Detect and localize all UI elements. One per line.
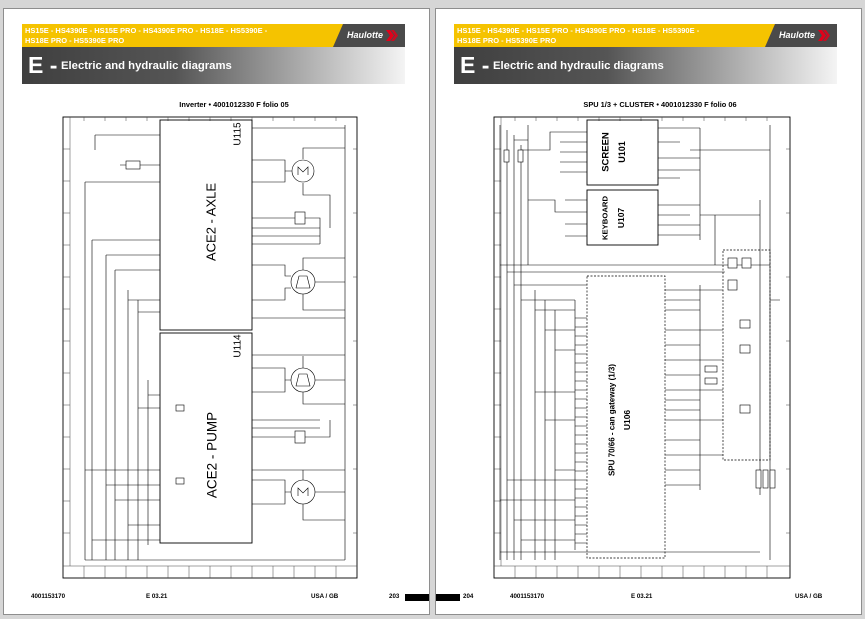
- relay: [741, 257, 752, 269]
- ace2-pump-box: [159, 332, 253, 544]
- sensor: [294, 211, 306, 225]
- page-number-bar: [436, 594, 460, 601]
- resistor: [704, 365, 718, 373]
- footer-edition: E 03.21: [631, 593, 653, 600]
- resistor: [704, 377, 718, 385]
- ace2-axle-label: ACE2 - AXLE: [204, 183, 219, 261]
- model-list: HS15E - HS4390E - HS15E PRO - HS4390E PR…: [25, 26, 267, 46]
- model-list: HS15E - HS4390E - HS15E PRO - HS4390E PR…: [457, 26, 699, 46]
- connector: [755, 469, 762, 489]
- relay-contact: [739, 319, 751, 329]
- keyboard-ref: U107: [616, 208, 626, 229]
- pump-box-component: [175, 404, 185, 412]
- haulotte-chevron-icon: [386, 30, 398, 41]
- keyboard-label: KEYBOARD: [601, 196, 610, 240]
- page-203: HS15E - HS4390E - HS15E PRO - HS4390E PR…: [3, 8, 430, 615]
- footer-page-number: 203: [389, 593, 400, 600]
- relay-contact: [739, 344, 751, 354]
- page-number-bar: [405, 594, 429, 601]
- logo-text: Haulotte: [347, 30, 383, 40]
- traction-motor-symbol: [291, 159, 315, 183]
- sensor: [294, 430, 306, 444]
- fuse: [503, 149, 510, 163]
- header-band: HS15E - HS4390E - HS15E PRO - HS4390E PR…: [454, 24, 837, 47]
- footer-language: USA / GB: [795, 593, 823, 600]
- footer-doc-number: 4001153170: [510, 593, 545, 600]
- pump-motor-symbol: [290, 269, 316, 295]
- haulotte-chevron-icon: [818, 30, 830, 41]
- screen-box: [586, 119, 659, 186]
- footer-doc-number: 4001153170: [31, 593, 66, 600]
- relay: [727, 257, 738, 269]
- diagram-title: SPU 1/3 + CLUSTER • 4001012330 F folio 0…: [583, 100, 737, 109]
- haulotte-logo: Haulotte: [333, 24, 405, 47]
- fuse: [517, 149, 524, 163]
- pump-motor-symbol: [290, 479, 316, 505]
- diagram-frame: [493, 116, 791, 579]
- ace2-pump-label: ACE2 - PUMP: [205, 412, 220, 498]
- model-list-line-1: HS15E - HS4390E - HS15E PRO - HS4390E PR…: [457, 26, 700, 35]
- section-letter: E -: [460, 52, 490, 78]
- footer-page-number: 204: [463, 593, 474, 600]
- keyboard-box: [586, 189, 659, 246]
- spu-label: SPU 70/66 - can gateway (1/3): [608, 364, 617, 476]
- footer-language: USA / GB: [311, 593, 339, 600]
- connector: [769, 469, 776, 489]
- section-title: Electric and hydraulic diagrams: [61, 60, 232, 72]
- footer-edition: E 03.21: [146, 593, 168, 600]
- page-204: HS15E - HS4390E - HS15E PRO - HS4390E PR…: [435, 8, 862, 615]
- ace2-axle-ref: U115: [233, 122, 244, 146]
- relay-box: [722, 249, 771, 461]
- model-list-line-1: HS15E - HS4390E - HS15E PRO - HS4390E PR…: [25, 26, 268, 35]
- pump-box-component: [175, 477, 185, 485]
- section-banner: E - Electric and hydraulic diagrams: [454, 47, 837, 84]
- relay-contact: [739, 404, 751, 414]
- spu-box: [586, 275, 666, 559]
- connector: [762, 469, 769, 489]
- screen-label: SCREEN: [601, 132, 612, 172]
- wiring: [499, 125, 780, 560]
- model-list-line-2: HS18E PRO - HS5390E PRO: [457, 36, 557, 45]
- model-list-line-2: HS18E PRO - HS5390E PRO: [25, 36, 125, 45]
- ace2-axle-box: [159, 119, 253, 331]
- section-letter: E -: [28, 52, 58, 78]
- screen-ref: U101: [617, 141, 627, 163]
- relay: [727, 279, 738, 291]
- frame-grid: [494, 117, 790, 578]
- section-title: Electric and hydraulic diagrams: [493, 60, 664, 72]
- pump-motor-symbol: [290, 367, 316, 393]
- spu-ref: U106: [622, 410, 632, 431]
- section-banner: E - Electric and hydraulic diagrams: [22, 47, 405, 84]
- header-band: HS15E - HS4390E - HS15E PRO - HS4390E PR…: [22, 24, 405, 47]
- inverter-wiring-diagram: U115 ACE2 - AXLE U114 ACE2 - PUMP: [62, 116, 358, 579]
- diagram-title: Inverter • 4001012330 F folio 05: [179, 100, 289, 109]
- frame-grid: [63, 117, 357, 578]
- wiring: [84, 125, 346, 561]
- spu-cluster-wiring-diagram: SCREEN U101 KEYBOARD U107 SPU 70/66 - ca…: [493, 116, 791, 579]
- haulotte-logo: Haulotte: [765, 24, 837, 47]
- ace2-pump-ref: U114: [233, 334, 244, 358]
- logo-text: Haulotte: [779, 30, 815, 40]
- fuse: [125, 160, 141, 170]
